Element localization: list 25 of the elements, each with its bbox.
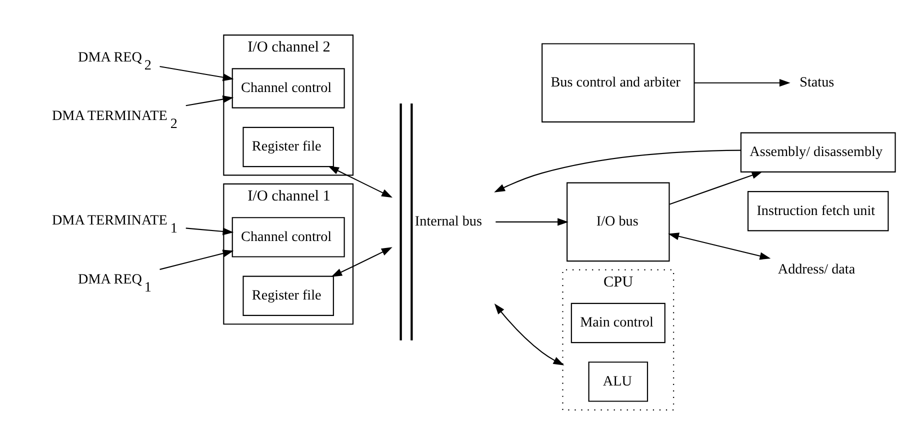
- arrow: [186, 96, 234, 106]
- node-box: I/O bus: [566, 182, 670, 262]
- node-text: Address/ data: [778, 261, 856, 278]
- node-box: Instruction fetch unit: [747, 190, 889, 232]
- node-text: Internal bus: [414, 214, 482, 230]
- node-box: Bus control and arbiter: [542, 43, 695, 123]
- arrow: [669, 172, 763, 205]
- arrow: [160, 66, 234, 82]
- node-text: Status: [800, 74, 834, 91]
- node-box: Assembly/ disassembly: [740, 132, 896, 172]
- node-box: Channel control: [232, 217, 345, 258]
- arrow: [160, 250, 234, 270]
- arrow: [694, 79, 790, 87]
- arrow: [328, 166, 392, 198]
- arrow: [494, 303, 564, 366]
- node-box: Register file: [242, 276, 334, 316]
- node-box: Main control: [570, 302, 666, 344]
- arrow: [494, 150, 741, 192]
- arrow: [331, 247, 392, 277]
- node-box: ALU: [588, 362, 648, 402]
- arrow: [186, 228, 234, 236]
- arrow: [496, 218, 568, 226]
- node-box: Channel control: [232, 68, 345, 108]
- node-box: Register file: [242, 126, 334, 168]
- arrow: [668, 232, 771, 260]
